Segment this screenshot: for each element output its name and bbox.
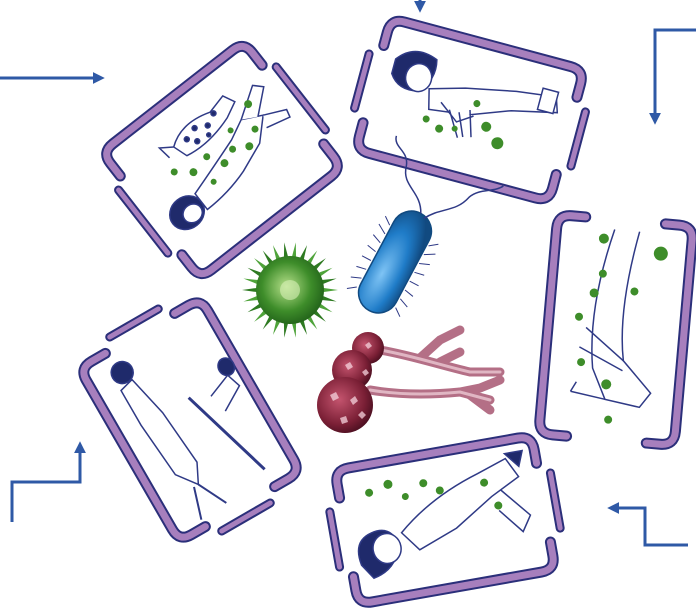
arrow-bottom-left (12, 446, 80, 522)
panel-top-right (344, 15, 596, 204)
panel-bottom-right (323, 434, 567, 607)
panel-bottom-left (73, 288, 306, 552)
spore-large (317, 377, 373, 433)
hand-icon (570, 227, 665, 408)
arrow-top-right (655, 30, 696, 120)
pollen-core (280, 280, 300, 300)
pollen-grain-icon (242, 242, 338, 337)
person-lying-icon (346, 451, 540, 581)
mold-spore-icon (317, 330, 500, 433)
panel-top-left (94, 35, 350, 284)
panel-right (539, 214, 694, 445)
arrow-bottom-right (612, 508, 688, 545)
